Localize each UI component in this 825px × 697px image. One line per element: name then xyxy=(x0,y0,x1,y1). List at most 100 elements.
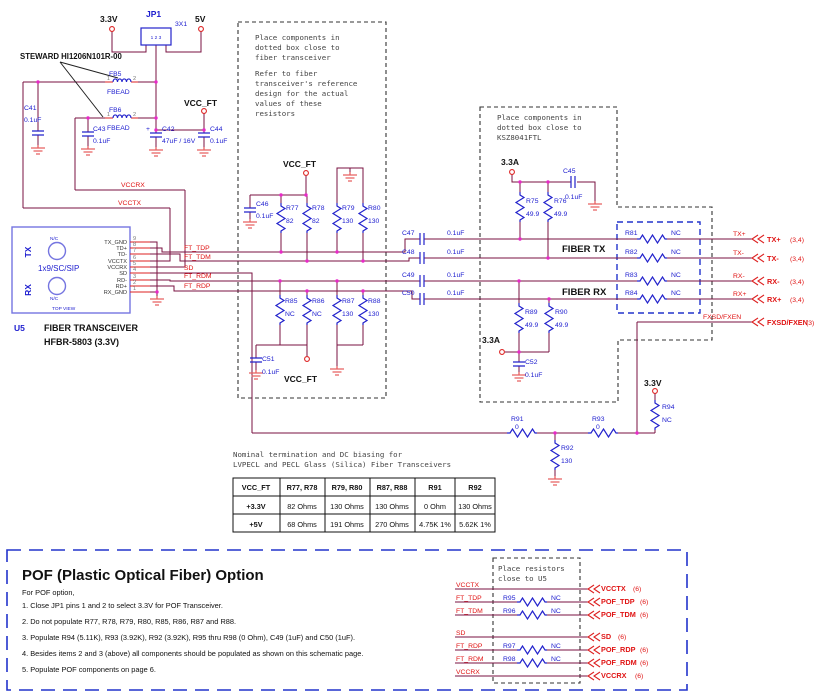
pof-net-ft-rdp: FT_RDP xyxy=(456,643,483,650)
r96-refdes: R96 xyxy=(503,608,516,615)
pin-name-rdp: RD+ xyxy=(116,284,127,290)
r97-value: NC xyxy=(551,643,561,650)
transceiver-rx-label: RX xyxy=(23,284,33,296)
pin-name-tdm: TD- xyxy=(118,252,127,258)
port-txm-pages: (3,4) xyxy=(790,256,804,263)
r79-value: 130 xyxy=(342,218,354,225)
port-txp: TX+ xyxy=(767,235,781,244)
fiber-rx-label: FIBER RX xyxy=(562,287,607,298)
pof-page-pof-tdm: (6) xyxy=(640,612,648,619)
table-header-5: R92 xyxy=(468,483,481,492)
pin-num-8: 8 xyxy=(133,242,136,248)
c45-value: 0.1uF xyxy=(565,194,582,201)
wire-label-rxp: RX+ xyxy=(733,291,746,298)
net-sd: SD xyxy=(184,265,194,272)
table-cell: 0 Ohm xyxy=(424,502,446,511)
table-cell: 130 Ohms xyxy=(458,502,492,511)
note-box1-text: Place components in dotted box close to … xyxy=(255,33,358,118)
termination-table: VCC_FT R77, R78 R79, R80 R87, R88 R91 R9… xyxy=(232,477,496,533)
transceiver-nc-bottom: N/C xyxy=(50,296,59,302)
pin-name-tx-gnd: TX_GND xyxy=(104,240,127,246)
r98-refdes: R98 xyxy=(503,656,516,663)
pin-3v3a-tx xyxy=(509,169,515,175)
component-symbols xyxy=(31,27,668,668)
port-rxm-pages: (3,4) xyxy=(790,279,804,286)
svg-text:design for the actual: design for the actual xyxy=(255,89,348,98)
pof-item-1: 1. Close JP1 pins 1 and 2 to select 3.3V… xyxy=(22,601,223,610)
c46-value: 0.1uF xyxy=(256,213,273,220)
pof-net-vccrx: VCCRX xyxy=(456,669,480,676)
r82-value: NC xyxy=(671,249,681,256)
c43-refdes: C43 xyxy=(93,126,106,133)
r82-refdes: R82 xyxy=(625,249,638,256)
u5-name: FIBER TRANSCEIVER xyxy=(44,323,139,333)
power-wires xyxy=(22,31,205,268)
c52-value: 0.1uF xyxy=(525,372,542,379)
pof-port-pof-tdm: POF_TDM xyxy=(601,610,636,619)
r81-value: NC xyxy=(671,230,681,237)
net-ft-rdm: FT_RDM xyxy=(184,273,212,280)
pin-num-5: 5 xyxy=(133,261,136,267)
c43-value: 0.1uF xyxy=(93,138,110,145)
pin-vccft-top xyxy=(201,108,207,114)
r95-refdes: R95 xyxy=(503,595,516,602)
table-header-1: R77, R78 xyxy=(287,483,318,492)
pof-net-ft-rdm: FT_RDM xyxy=(456,656,484,663)
net-3v3-label: 3.3V xyxy=(100,14,118,24)
r84-refdes: R84 xyxy=(625,290,638,297)
r90-refdes: R90 xyxy=(555,309,568,316)
r78-value: 82 xyxy=(312,218,320,225)
net-3v3a-tx: 3.3A xyxy=(501,157,519,167)
placement-box-ksz xyxy=(479,106,713,403)
pin-3v3 xyxy=(109,26,115,32)
r86-value: NC xyxy=(312,311,322,318)
pin-num-6: 6 xyxy=(133,255,136,261)
termination-note: Nominal termination and DC biasing for L… xyxy=(233,450,451,469)
fb5-value: FBEAD xyxy=(107,89,130,96)
net-vccft-label: VCC_FT xyxy=(184,98,218,108)
r95-value: NC xyxy=(551,595,561,602)
pof-net-vcctx: VCCTX xyxy=(456,582,480,589)
table-cell: 130 Ohms xyxy=(330,502,364,511)
svg-text:close to U5: close to U5 xyxy=(498,574,547,583)
svg-text:KSZ8041FTL: KSZ8041FTL xyxy=(497,133,542,142)
r93-value: 0 xyxy=(596,424,600,431)
table-header-0: VCC_FT xyxy=(242,483,271,492)
pin-num-2: 2 xyxy=(133,280,136,286)
r92-value: 130 xyxy=(561,458,573,465)
c51-refdes: C51 xyxy=(262,356,275,363)
c48-refdes: C48 xyxy=(402,249,415,256)
u5-part: HFBR-5803 (3.3V) xyxy=(44,337,119,347)
pof-net-ft-tdm: FT_TDM xyxy=(456,608,483,615)
net-3v3a-rx: 3.3A xyxy=(482,335,500,345)
pof-place-note: Place resistors close to U5 xyxy=(498,564,565,583)
pof-placement-box xyxy=(492,557,581,684)
pof-port-sd: SD xyxy=(601,632,611,641)
r76-value: 49.9 xyxy=(554,211,567,218)
transceiver-type: 1x9/SC/SIP xyxy=(38,264,79,273)
port-rxm: RX- xyxy=(767,277,780,286)
table-cell: 130 Ohms xyxy=(375,502,409,511)
c50-value: 0.1uF xyxy=(447,290,464,297)
fb5-pin1: 1 xyxy=(107,76,110,82)
pof-port-vcctx: VCCTX xyxy=(601,584,626,593)
r85-refdes: R85 xyxy=(285,298,298,305)
table-header-2: R79, R80 xyxy=(332,483,363,492)
r88-refdes: R88 xyxy=(368,298,381,305)
jp1-size: 3X1 xyxy=(175,21,187,28)
pin-num-4: 4 xyxy=(133,267,136,273)
c47-refdes: C47 xyxy=(402,230,415,237)
r89-value: 49.9 xyxy=(525,322,538,329)
pin-3v3a-rx xyxy=(499,349,505,355)
pof-page-pof-tdp: (6) xyxy=(640,599,648,606)
pof-page-pof-rdp: (6) xyxy=(640,647,648,654)
r80-refdes: R80 xyxy=(368,205,381,212)
fb5-pin2: 2 xyxy=(133,76,136,82)
r97-refdes: R97 xyxy=(503,643,516,650)
transceiver-nc-top: N/C xyxy=(50,236,59,242)
r94-refdes: R94 xyxy=(662,404,675,411)
wire-label-rxm: RX- xyxy=(733,273,745,280)
pin-name-vcctx: VCCTX xyxy=(108,259,127,265)
